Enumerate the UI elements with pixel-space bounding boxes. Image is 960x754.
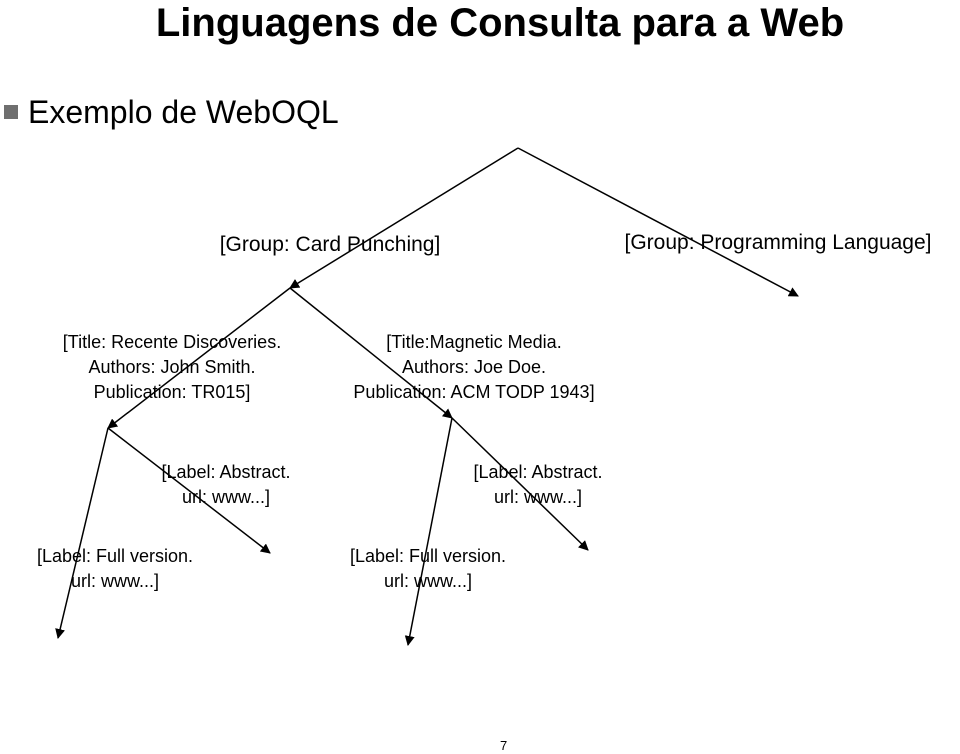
document-node-magnetic-media: [Title:Magnetic Media. Authors: Joe Doe.…: [353, 330, 594, 405]
bullet-text: Exemplo de WebOQL: [28, 94, 339, 130]
link-node-full-version-1: [Label: Full version. url: www...]: [37, 544, 193, 594]
edge-card-punching-to-doc1: [107, 287, 291, 429]
edge-root-to-card-punching: [289, 147, 519, 289]
page-number: 7: [500, 738, 508, 753]
link-label-line: [Label: Full version.: [349, 546, 507, 566]
document-publication-line: Publication: ACM TODP 1943]: [353, 382, 595, 402]
document-authors-line: Authors: John Smith.: [88, 357, 256, 377]
link-url-line: url: www...]: [181, 487, 271, 507]
link-url-line: url: www...]: [383, 571, 473, 591]
link-node-abstract-1: [Label: Abstract. url: www...]: [161, 460, 290, 510]
group-node-programming-language: [Group: Programming Language]: [624, 230, 931, 256]
bullet-item: Exemplo de WebOQL: [4, 92, 339, 132]
document-title-line: [Title:Magnetic Media.: [386, 332, 562, 352]
edge-root-to-programming-language: [517, 147, 799, 297]
slide-title: Linguagens de Consulta para a Web: [155, 1, 845, 45]
document-node-recente-discoveries: [Title: Recente Discoveries. Authors: Jo…: [63, 330, 281, 405]
link-url-line: url: www...]: [70, 571, 160, 591]
document-authors-line: Authors: Joe Doe.: [401, 357, 547, 377]
document-publication-line: Publication: TR015]: [93, 382, 251, 402]
link-node-full-version-2: [Label: Full version. url: www...]: [350, 544, 506, 594]
link-label-line: [Label: Abstract.: [473, 462, 603, 482]
edge-doc2-to-abstract: [451, 417, 589, 551]
link-label-line: [Label: Full version.: [36, 546, 194, 566]
group-label: [Group: Programming Language]: [624, 231, 932, 254]
document-title-line: [Title: Recente Discoveries.: [62, 332, 282, 352]
link-node-abstract-2: [Label: Abstract. url: www...]: [473, 460, 602, 510]
edge-doc2-to-full-version: [404, 417, 453, 646]
square-bullet-icon: [4, 105, 18, 119]
link-label-line: [Label: Abstract.: [161, 462, 291, 482]
link-url-line: url: www...]: [493, 487, 583, 507]
group-node-card-punching: [Group: Card Punching]: [220, 232, 441, 258]
edge-doc1-to-abstract: [107, 427, 271, 554]
edge-card-punching-to-doc2: [289, 287, 453, 419]
group-label: [Group: Card Punching]: [219, 233, 441, 256]
edge-doc1-to-full-version: [55, 427, 109, 639]
